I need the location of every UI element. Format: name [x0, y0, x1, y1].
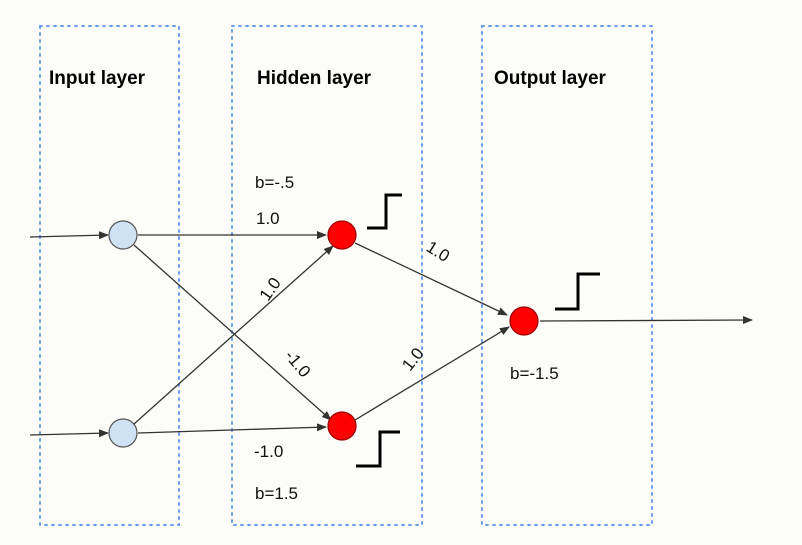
edge-in2-h1 — [133, 245, 334, 425]
input-node-2 — [108, 418, 138, 448]
input-arrow-top — [29, 231, 109, 240]
bias-hidden-1: b=-.5 — [255, 173, 294, 192]
bias-hidden-2: b=1.5 — [255, 484, 298, 503]
weight-in1-h1: 1.0 — [256, 209, 280, 228]
weight-h1-out: 1.0 — [423, 237, 453, 266]
output-layer-box — [481, 25, 653, 526]
input-arrow-bottom — [29, 429, 109, 438]
input-node-1 — [108, 220, 138, 250]
weight-in1-h2: -1.0 — [281, 346, 314, 381]
hidden-node-2 — [327, 411, 357, 441]
edge-in1-h2 — [133, 244, 332, 421]
input-layer-box — [39, 25, 180, 526]
output-layer-title: Output layer — [494, 68, 607, 89]
input-layer-title: Input layer — [49, 68, 146, 89]
output-node — [509, 306, 539, 336]
output-arrow — [539, 316, 753, 325]
weight-in2-h1: 1.0 — [256, 274, 285, 304]
edge-h2-out — [354, 326, 510, 421]
edge-h1-out — [354, 242, 508, 316]
hidden-layer-box — [231, 25, 423, 526]
step-function-icon — [555, 272, 600, 311]
edge-in2-h2 — [137, 423, 327, 434]
weight-in2-h2: -1.0 — [254, 442, 283, 461]
weight-h2-out: 1.0 — [398, 344, 428, 374]
hidden-layer-title: Hidden layer — [257, 68, 372, 89]
step-function-icon — [367, 193, 402, 230]
step-function-icon — [356, 430, 400, 468]
hidden-node-1 — [327, 220, 357, 250]
bias-output: b=-1.5 — [510, 364, 559, 383]
